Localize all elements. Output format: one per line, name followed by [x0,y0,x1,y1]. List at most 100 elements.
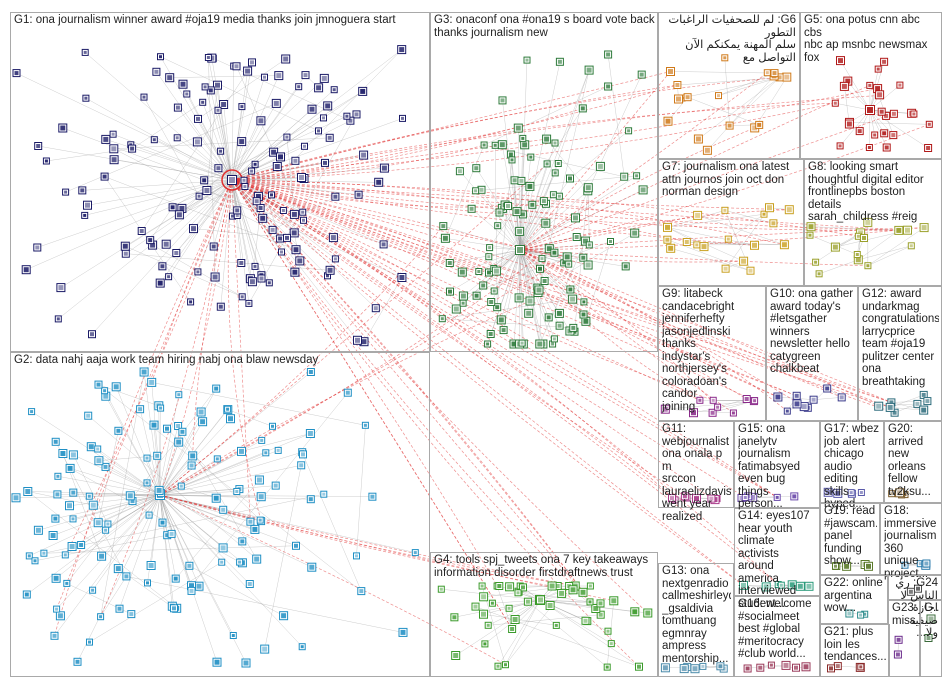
node-g2[interactable] [97,613,105,621]
node-g2[interactable] [163,424,171,433]
node-g3[interactable] [484,340,492,348]
node-g9[interactable] [689,408,698,418]
node-g1[interactable] [81,211,89,219]
node-g6[interactable] [721,54,729,62]
node-g3[interactable] [595,161,605,171]
node-g1[interactable] [210,272,220,282]
node-g4[interactable] [591,604,601,613]
node-g2[interactable] [167,529,176,538]
node-g3[interactable] [515,245,525,255]
node-g17[interactable] [823,487,833,497]
node-g2[interactable] [271,481,280,490]
node-g3[interactable] [578,104,587,113]
node-g2[interactable] [411,549,419,557]
node-g16[interactable] [792,663,800,672]
node-g1[interactable] [101,134,111,144]
node-g4[interactable] [552,621,560,629]
node-g3[interactable] [536,264,544,273]
node-g3[interactable] [499,326,508,335]
node-g4[interactable] [596,610,605,619]
node-g16[interactable] [743,664,752,673]
node-g1[interactable] [82,94,90,102]
node-g3[interactable] [550,335,558,343]
node-g7[interactable] [769,219,778,228]
node-g5[interactable] [836,56,845,66]
node-g2[interactable] [53,605,61,613]
node-g3[interactable] [512,207,522,217]
node-g2[interactable] [68,450,78,460]
node-g21[interactable] [857,663,865,671]
node-g1[interactable] [214,106,222,114]
node-g2[interactable] [185,561,194,570]
node-g1[interactable] [299,208,307,216]
node-g5[interactable] [924,144,933,152]
node-g1[interactable] [209,242,218,251]
node-g2[interactable] [398,627,408,637]
node-g3[interactable] [486,244,494,252]
node-g1[interactable] [227,175,237,185]
node-g3[interactable] [579,253,588,262]
node-g2[interactable] [198,417,208,427]
node-g1[interactable] [238,103,246,111]
node-g1[interactable] [371,304,380,313]
node-g3[interactable] [555,321,564,330]
node-g1[interactable] [325,265,335,275]
node-g2[interactable] [136,405,145,414]
node-g1[interactable] [301,142,308,150]
node-g1[interactable] [352,110,361,119]
node-g2[interactable] [94,380,103,389]
node-g2[interactable] [51,437,60,446]
node-g4[interactable] [609,596,619,606]
node-g6[interactable] [725,121,734,130]
node-g1[interactable] [251,160,259,168]
node-g2[interactable] [177,482,185,490]
node-g2[interactable] [368,492,377,501]
node-g1[interactable] [237,137,247,147]
node-g3[interactable] [498,96,507,105]
node-g1[interactable] [307,104,317,114]
node-g3[interactable] [604,50,613,59]
node-g2[interactable] [53,490,62,499]
node-g2[interactable] [219,505,228,514]
node-g1[interactable] [245,299,253,307]
node-g1[interactable] [232,62,241,71]
node-g1[interactable] [194,268,202,276]
node-g3[interactable] [439,222,448,231]
node-g1[interactable] [204,54,212,61]
node-g1[interactable] [297,173,306,182]
node-g1[interactable] [261,73,268,81]
node-g5[interactable] [855,127,864,136]
node-g3[interactable] [571,213,580,223]
node-g3[interactable] [495,208,504,217]
node-g1[interactable] [21,265,31,275]
node-g1[interactable] [202,186,212,195]
node-g3[interactable] [566,285,575,294]
node-g3[interactable] [585,241,593,249]
node-g8[interactable] [853,251,861,258]
node-g4[interactable] [643,608,653,618]
node-g15[interactable] [790,492,799,501]
node-g3[interactable] [485,253,493,261]
node-g2[interactable] [269,422,276,430]
node-g3[interactable] [480,141,488,149]
node-g7[interactable] [666,243,676,253]
node-g1[interactable] [192,137,202,147]
node-g2[interactable] [361,421,369,429]
node-g1[interactable] [78,186,87,195]
node-g10[interactable] [773,392,783,402]
node-g2[interactable] [260,644,270,654]
node-g2[interactable] [31,557,39,565]
node-g1[interactable] [248,58,256,67]
node-g1[interactable] [247,277,257,287]
node-g3[interactable] [630,228,640,238]
node-g2[interactable] [250,524,260,534]
node-g2[interactable] [236,558,244,566]
node-g1[interactable] [343,112,351,120]
node-g8[interactable] [907,242,915,250]
node-g7[interactable] [724,235,732,243]
node-g1[interactable] [331,192,340,201]
node-g2[interactable] [174,437,184,447]
node-g1[interactable] [397,45,407,55]
node-g2[interactable] [93,518,103,528]
node-g8[interactable] [806,231,814,239]
